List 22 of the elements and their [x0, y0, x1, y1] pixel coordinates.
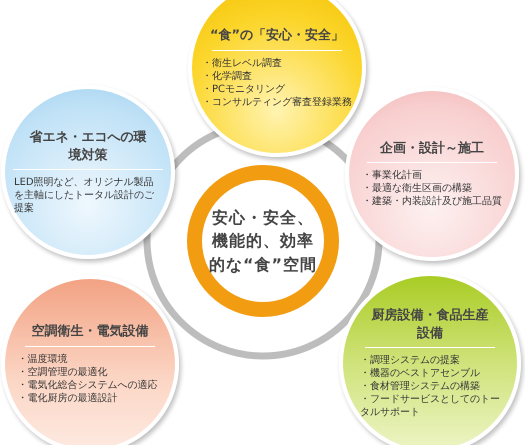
circle-heading: 省エネ・エコへの環境対策: [28, 128, 148, 164]
circle-heading: “食”の「安心・安全」: [208, 27, 346, 45]
list-item: ・化学調査: [202, 70, 253, 83]
list-item: ・PCモニタリング: [202, 82, 286, 96]
list-item: ・空調管理の最適化: [18, 366, 108, 379]
circle-heading: 空調衛生・電気設備: [30, 323, 150, 341]
list-item: ・最適な衛生区画の構築: [362, 182, 473, 196]
list-item: ・衛生レベル調査: [202, 56, 283, 70]
center-heading: 安心・安全、機能的、効率的な“食”空間: [208, 207, 318, 276]
list-item: ・建築・内装設計及び施工品質: [362, 195, 502, 208]
list-item: ・コンサルティング審査登録業務: [202, 96, 352, 109]
description-text: LED照明など、オリジナル製品を主軸にしたトータル設計のご提案: [14, 176, 155, 216]
list-item: ・電気化総合システムへの適応: [18, 378, 158, 392]
list-item: ・フードサービスとしてのトータルサポート: [360, 393, 500, 420]
list-item: ・調理システムの提案: [360, 354, 461, 368]
list-item: ・事業化計画: [362, 169, 423, 182]
list-item: ・食材管理システムの構築: [360, 380, 481, 394]
circle-heading: 厨房設備・食品生産設備: [370, 306, 490, 342]
list-item: ・電化厨房の最適設計: [18, 392, 118, 405]
circle-heading: 企画・設計～施工: [378, 140, 485, 158]
list-item: ・機器のベストアセンブル: [360, 367, 481, 380]
list-item: ・温度環境: [18, 352, 68, 366]
